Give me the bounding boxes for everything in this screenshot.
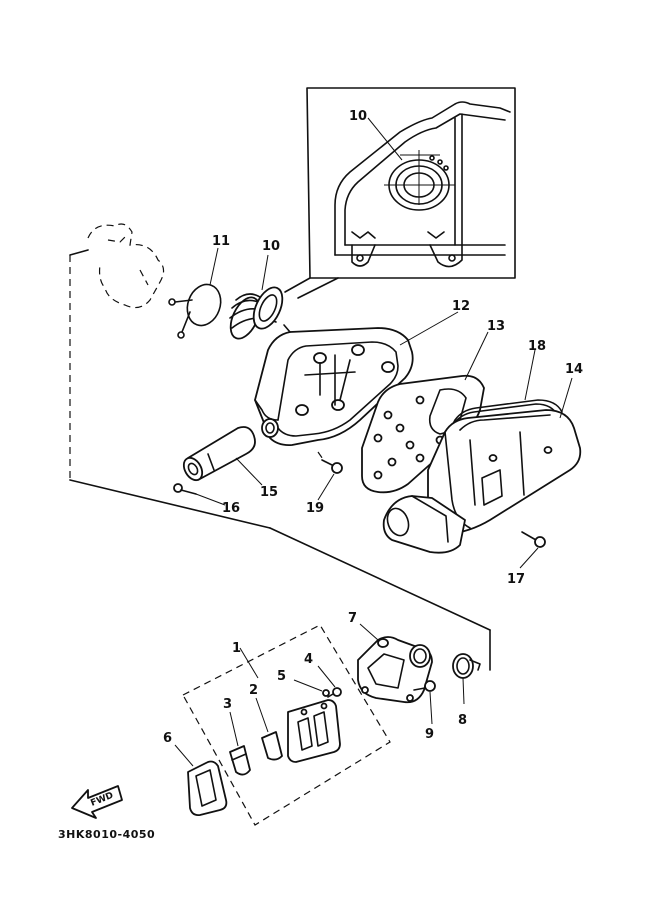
part-6-label: 6	[163, 731, 172, 746]
part-8-clamp	[452, 653, 481, 705]
reed-valve-kit-group	[182, 624, 391, 826]
part-14-filter-cover	[382, 349, 582, 554]
drawing-code: 3HK8010-4050	[58, 828, 155, 841]
part-15-drain-hose	[182, 426, 263, 486]
part-4-label: 4	[304, 652, 313, 667]
part-2-reed	[255, 697, 283, 761]
part-6-gasket	[174, 744, 228, 817]
part-18-label: 18	[528, 339, 546, 354]
part-12-filter-case	[254, 311, 459, 447]
part-19-label: 19	[306, 501, 324, 516]
part-11-clamp	[168, 247, 222, 339]
assembly-boundary-lines	[69, 249, 491, 671]
part-19-bolt	[317, 451, 343, 501]
inset-detail-view	[284, 87, 516, 299]
part-8-label: 8	[458, 713, 467, 728]
part-9-bolt	[413, 680, 436, 725]
part-12-label: 12	[452, 299, 470, 314]
part-7-intake-manifold	[357, 623, 433, 704]
engine-phantom-outline	[87, 223, 165, 309]
reed-valve-plate	[287, 699, 341, 763]
part-2-label: 2	[249, 683, 258, 698]
part-16-label: 16	[222, 501, 240, 516]
part-3-reed-stopper	[229, 711, 251, 776]
part-10-joint-boot	[229, 254, 284, 340]
fwd-arrow-icon: FWD	[71, 785, 123, 819]
part-1-label: 1	[232, 641, 241, 656]
part-17-bolt	[519, 531, 546, 569]
part-10-inset-label: 10	[349, 109, 367, 124]
part-14-label: 14	[565, 362, 583, 377]
part-17-label: 17	[507, 572, 525, 587]
part-9-label: 9	[425, 727, 434, 742]
part-16-screw	[173, 483, 226, 506]
part-7-label: 7	[348, 611, 357, 626]
part-5-washer	[293, 679, 330, 697]
part-13-label: 13	[487, 319, 505, 334]
part-4-screw	[317, 665, 342, 698]
part-11-label: 11	[212, 234, 230, 249]
part-15-label: 15	[260, 485, 278, 500]
part-5-label: 5	[277, 669, 286, 684]
part-3-label: 3	[223, 697, 232, 712]
part-10-label: 10	[262, 239, 280, 254]
